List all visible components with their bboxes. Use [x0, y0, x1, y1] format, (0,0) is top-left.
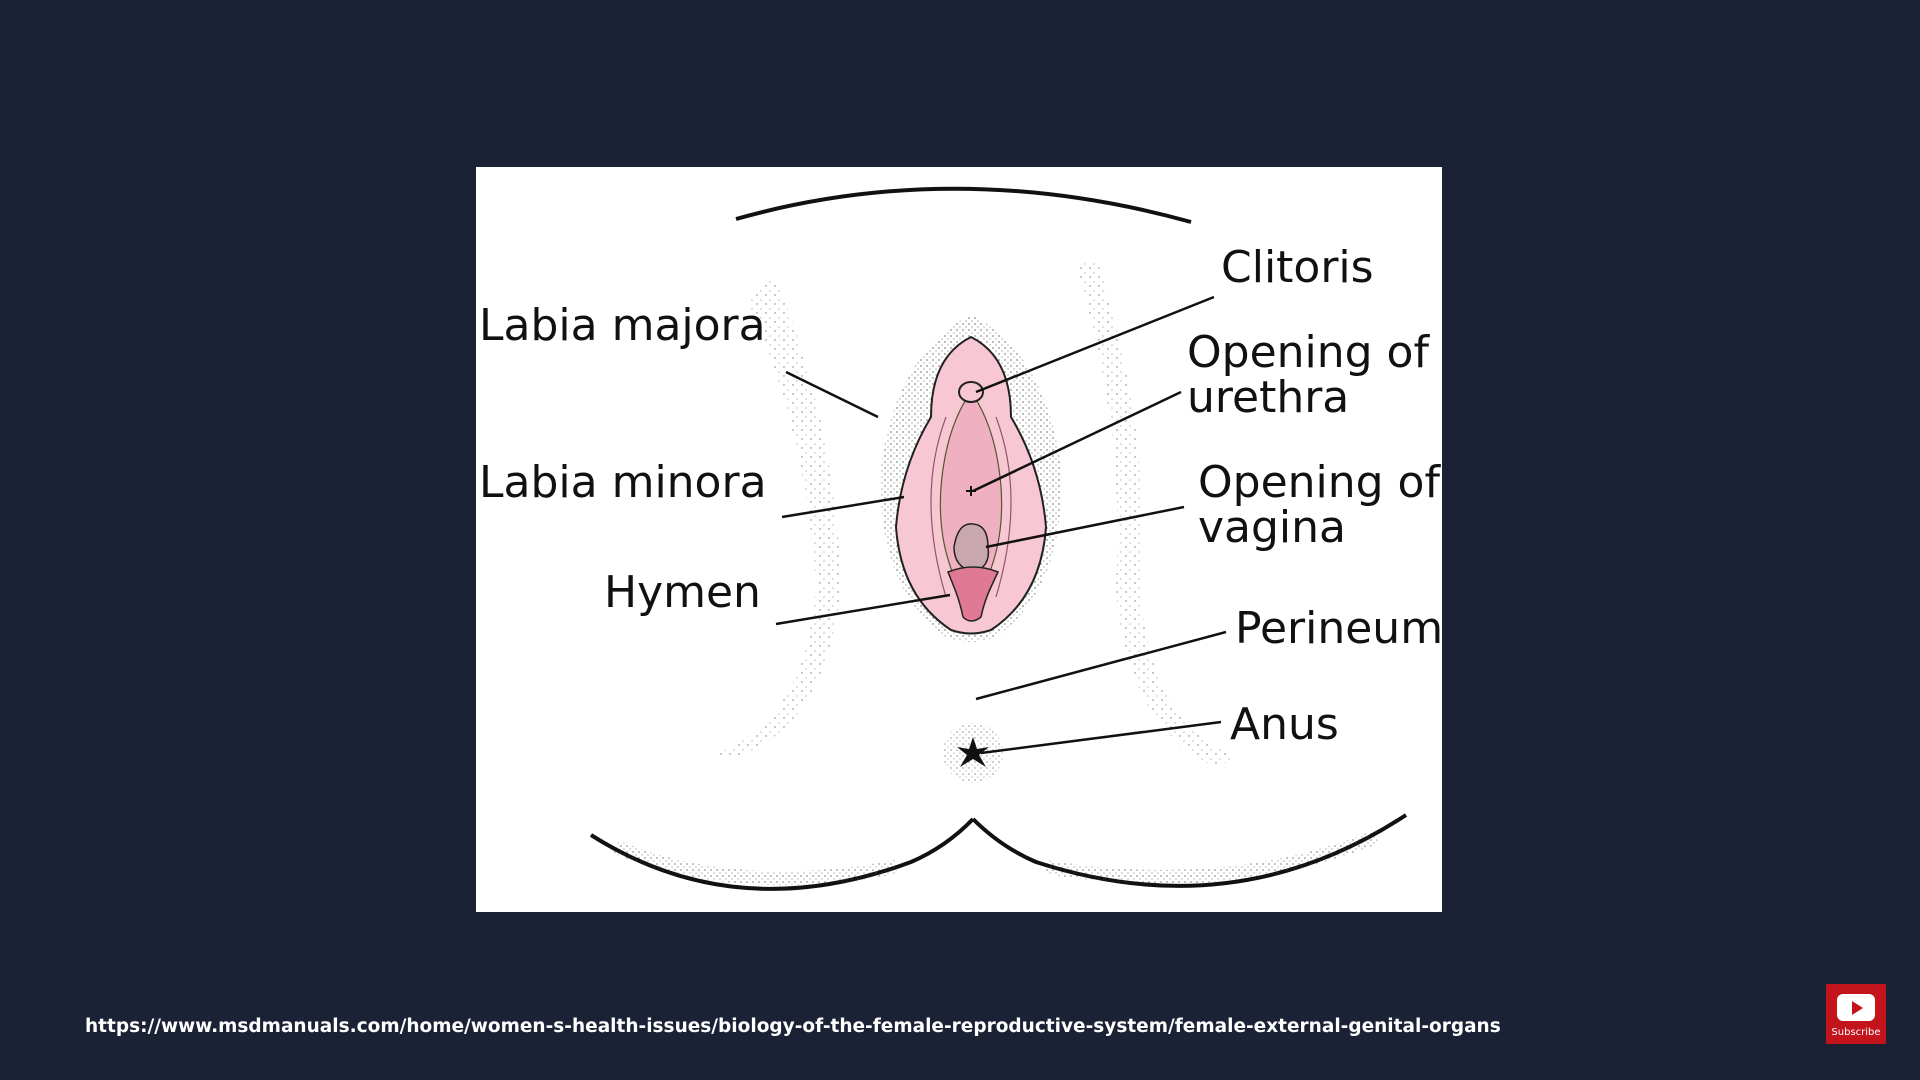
- label-vagina-line2: vagina: [1198, 502, 1346, 553]
- label-perineum: Perineum: [1235, 603, 1442, 654]
- youtube-play-icon: [1837, 994, 1875, 1021]
- label-clitoris: Clitoris: [1221, 242, 1374, 293]
- vaginal-opening: [953, 523, 990, 573]
- right-thigh-shading: [1076, 257, 1236, 767]
- label-labia-minora: Labia minora: [479, 457, 767, 508]
- left-thigh-shading: [706, 277, 841, 757]
- source-url: https://www.msdmanuals.com/home/women-s-…: [85, 1016, 1501, 1037]
- label-anus: Anus: [1230, 699, 1339, 750]
- subscribe-label: Subscribe: [1831, 1027, 1881, 1038]
- anatomy-diagram: Labia majora Labia minora Hymen Clitoris…: [476, 167, 1442, 912]
- label-labia-majora: Labia majora: [479, 300, 766, 351]
- label-vagina-line1: Opening of: [1198, 457, 1441, 508]
- pubic-contour: [735, 186, 1192, 224]
- subscribe-button[interactable]: Subscribe: [1826, 984, 1886, 1044]
- leader-lines: [775, 295, 1227, 755]
- label-urethra-line1: Opening of: [1187, 327, 1430, 378]
- label-hymen: Hymen: [604, 567, 761, 618]
- anus-shape: [957, 737, 989, 767]
- anatomy-illustration: Labia majora Labia minora Hymen Clitoris…: [479, 186, 1442, 891]
- label-urethra-line2: urethra: [1187, 372, 1349, 423]
- hymen-shape: [947, 566, 1000, 622]
- clitoris-shape: [958, 381, 984, 403]
